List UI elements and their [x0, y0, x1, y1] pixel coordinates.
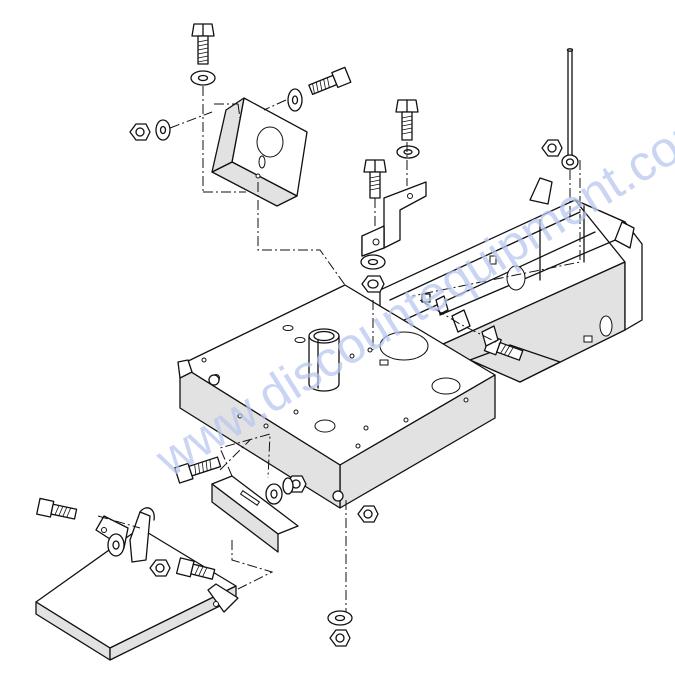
flat-washer	[396, 145, 420, 159]
flat-washer	[360, 254, 386, 270]
flat-washer	[155, 119, 171, 141]
flat-washer	[265, 483, 283, 505]
assembly-center-lines	[97, 86, 581, 612]
spacer-nut	[282, 477, 294, 495]
flat-washer	[287, 88, 303, 112]
hex-bolt	[175, 557, 216, 580]
flat-washer	[190, 70, 216, 86]
hex-bolt	[191, 23, 215, 65]
hardware-clips	[208, 293, 499, 502]
steering-column-tube	[308, 328, 340, 392]
hex-bolt	[308, 66, 352, 96]
hex-bolt	[395, 99, 419, 141]
hex-nut	[357, 505, 379, 523]
hex-nut	[541, 139, 563, 157]
hardware-nuts	[129, 123, 563, 647]
flat-washer	[327, 610, 353, 626]
slotted-adjuster-plate	[211, 475, 299, 553]
hex-nut	[129, 123, 151, 141]
hardware-washers	[107, 70, 420, 626]
hex-nut	[361, 275, 385, 293]
control-rod	[561, 48, 579, 170]
hex-bolt	[363, 159, 387, 199]
deck-hanger-bracket	[211, 97, 308, 207]
hex-bolt	[36, 497, 78, 520]
hex-nut	[329, 629, 351, 647]
hardware-bolts	[36, 23, 579, 580]
flat-washer	[107, 533, 125, 557]
hex-nut	[149, 559, 171, 577]
hex-bolt	[174, 456, 222, 484]
front-footrest-plate	[35, 507, 239, 661]
z-mounting-bracket	[361, 181, 427, 257]
